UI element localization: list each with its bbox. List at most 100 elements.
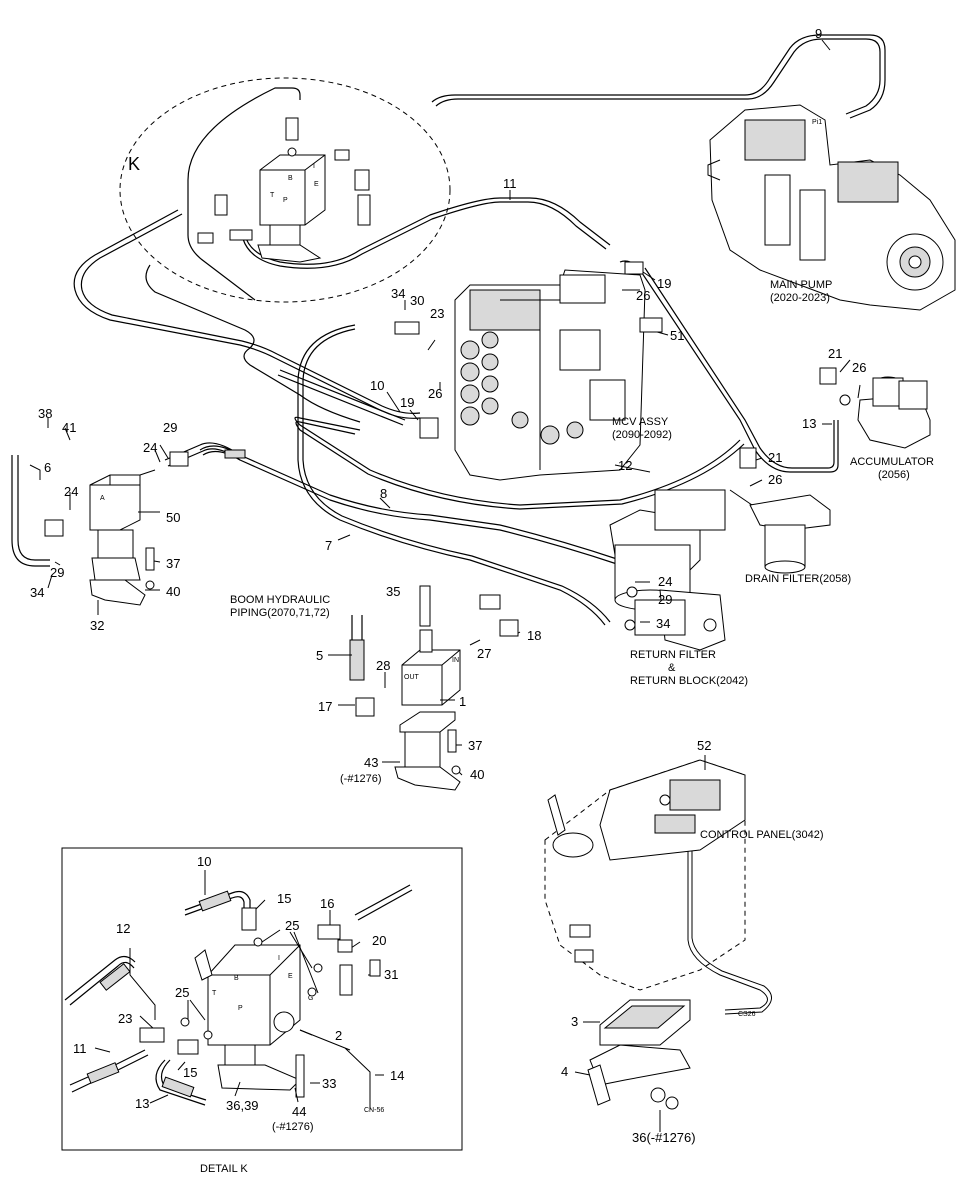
callout-16: 16 <box>320 896 334 911</box>
return-filter-caption: RETURN FILTER <box>630 649 716 661</box>
detail-k-valve: B T P I E G <box>194 944 313 1098</box>
callout-8: 8 <box>380 486 387 501</box>
boom-caption: BOOM HYDRAULIC <box>230 594 330 606</box>
cable-control <box>687 830 772 1015</box>
callout-2: 2 <box>335 1028 342 1043</box>
callout-34b: 34 <box>30 585 44 600</box>
accumulator-code: (2056) <box>878 469 910 481</box>
callout-36-39: 36,39 <box>226 1098 259 1113</box>
callout-15b: 15 <box>183 1065 197 1080</box>
hose-50-return <box>164 442 246 467</box>
callout-36-note: 36(-#1276) <box>632 1130 696 1145</box>
hose-6 <box>11 455 50 567</box>
callout-28: 28 <box>376 658 390 673</box>
main-pump-caption: MAIN PUMP <box>770 279 832 291</box>
callout-38: 38 <box>38 406 52 421</box>
mcv-assembly <box>454 269 646 481</box>
callout-19b: 19 <box>400 395 414 410</box>
callout-26d: 26 <box>768 472 782 487</box>
callout-14: 14 <box>390 1068 404 1083</box>
callout-44: 44 <box>292 1104 306 1119</box>
callout-37b: 37 <box>468 738 482 753</box>
callout-12b: 12 <box>116 921 130 936</box>
boom-code: PIPING(2070,71,72) <box>230 607 330 619</box>
callout-43-note: (-#1276) <box>340 773 382 785</box>
detail-k-caption: DETAIL K <box>200 1163 248 1175</box>
drain-filter-caption: DRAIN FILTER(2058) <box>745 573 851 585</box>
callout-24c: 24 <box>658 574 672 589</box>
block-1: IN OUT <box>401 629 461 706</box>
callout-40a: 40 <box>166 584 180 599</box>
callout-51: 51 <box>670 328 684 343</box>
callout-20: 20 <box>372 933 386 948</box>
callout-12a: 12 <box>618 458 632 473</box>
callout-23a: 23 <box>430 306 444 321</box>
callout-33: 33 <box>322 1076 336 1091</box>
svg-text:I: I <box>313 163 315 170</box>
svg-text:A: A <box>100 495 105 502</box>
callout-52: 52 <box>697 738 711 753</box>
svg-text:E: E <box>314 181 319 188</box>
callout-21b: 21 <box>768 450 782 465</box>
callout-18: 18 <box>527 628 541 643</box>
control-panel <box>544 759 746 991</box>
detail-k-box <box>61 847 463 1151</box>
svg-text:T: T <box>212 990 217 997</box>
callout-15a: 15 <box>277 891 291 906</box>
valve-50: A <box>89 474 146 606</box>
callout-32: 32 <box>90 618 104 633</box>
callout-29a: 29 <box>163 420 177 435</box>
detail-k-circle <box>119 77 451 303</box>
callout-41: 41 <box>62 420 76 435</box>
svg-text:G: G <box>308 995 313 1002</box>
callout-numbers: 9 11 19 26 51 34 30 23 10 19 26 21 26 13… <box>30 26 866 1145</box>
svg-text:Pi1: Pi1 <box>812 119 822 126</box>
callout-29b: 29 <box>50 565 64 580</box>
callout-23b: 23 <box>118 1011 132 1026</box>
detail-k-hoses <box>64 884 413 1106</box>
callout-17: 17 <box>318 699 332 714</box>
fittings <box>44 117 837 1055</box>
svg-text:E: E <box>288 973 293 980</box>
callout-43: 43 <box>364 755 378 770</box>
svg-text:I: I <box>278 955 280 962</box>
callout-26b: 26 <box>428 386 442 401</box>
callout-25b: 25 <box>175 985 189 1000</box>
callout-24a: 24 <box>143 440 157 455</box>
svg-text:OUT: OUT <box>404 674 420 681</box>
hose-12 <box>294 416 745 510</box>
k-valve-small: B T P E I <box>257 154 326 263</box>
callout-26a: 26 <box>636 288 650 303</box>
accumulator <box>839 376 931 449</box>
main-pump: Pi1 <box>707 104 956 311</box>
svg-text:B: B <box>234 975 239 982</box>
cs26-label: CS26 <box>738 1011 756 1018</box>
callout-26c: 26 <box>852 360 866 375</box>
callout-4: 4 <box>561 1064 568 1079</box>
main-pump-code: (2020-2023) <box>770 292 830 304</box>
callout-27: 27 <box>477 646 491 661</box>
callout-50: 50 <box>166 510 180 525</box>
callout-6: 6 <box>44 460 51 475</box>
control-panel-caption: CONTROL PANEL(3042) <box>700 829 823 841</box>
callout-13b: 13 <box>135 1096 149 1111</box>
callout-30: 30 <box>410 293 424 308</box>
callout-40b: 40 <box>470 767 484 782</box>
callout-5: 5 <box>316 648 323 663</box>
svg-text:P: P <box>283 197 288 204</box>
hose-9 <box>187 34 886 301</box>
pedal-3 <box>587 999 691 1110</box>
hose-5 <box>349 615 365 681</box>
return-block-caption: RETURN BLOCK(2042) <box>630 675 748 687</box>
callout-29c: 29 <box>658 592 672 607</box>
bracket-43 <box>394 711 461 791</box>
return-amp: & <box>668 662 676 674</box>
callout-11b: 11 <box>73 1041 87 1056</box>
callout-3: 3 <box>571 1014 578 1029</box>
callout-34c: 34 <box>656 616 670 631</box>
svg-text:IN: IN <box>452 657 459 664</box>
callout-10b: 10 <box>197 854 211 869</box>
drain-filter <box>729 489 831 574</box>
callout-11: 11 <box>503 176 517 191</box>
